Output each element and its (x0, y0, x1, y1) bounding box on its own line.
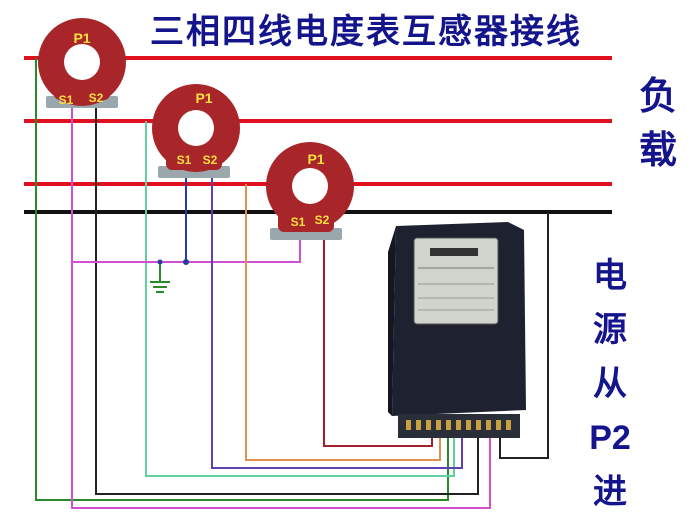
load-label-char: 负 (638, 74, 677, 118)
source-label-char: 源 (593, 310, 627, 350)
source-label-char: 从 (593, 364, 627, 404)
source-label-char: 电 (593, 256, 627, 296)
source-label: 电 源 从 P2 进 (580, 252, 640, 522)
wire-cyan (145, 121, 455, 477)
ct2-s1-label: S1 (177, 153, 192, 167)
wire-black-2 (499, 212, 549, 459)
load-label: 负 载 (628, 72, 688, 180)
current-transformer-2: P1 S1 S2 (152, 84, 240, 178)
current-transformer-1: P1 S1 S2 (38, 18, 126, 108)
ct2-p1-label: P1 (195, 90, 212, 106)
ground-icon (150, 262, 170, 293)
source-label-char: 进 (593, 472, 627, 512)
source-label-char: P2 (589, 419, 631, 457)
meter-display-window (413, 237, 499, 325)
junction-dot (157, 259, 163, 265)
ct3-p1-label: P1 (307, 151, 324, 167)
ct3-s2-label: S2 (315, 213, 330, 227)
junction-dot (183, 259, 189, 265)
current-transformer-3: P1 S1 S2 (266, 142, 354, 240)
wire-red (323, 226, 433, 447)
ct1-s1-label: S1 (59, 93, 74, 107)
ct1-s2-label: S2 (89, 91, 104, 105)
wire-orange (245, 184, 441, 461)
ct3-s1-label: S1 (291, 215, 306, 229)
load-label-char: 载 (638, 128, 677, 172)
electricity-meter (388, 222, 526, 438)
ct2-s2-label: S2 (203, 153, 218, 167)
ct1-p1-label: P1 (73, 30, 90, 46)
wire-green (35, 58, 449, 501)
wire-black-1 (95, 100, 479, 495)
wire-magenta (71, 100, 491, 509)
diagram-title: 三相四线电度表互感器接线 (150, 12, 582, 52)
wire-purple (211, 170, 463, 469)
